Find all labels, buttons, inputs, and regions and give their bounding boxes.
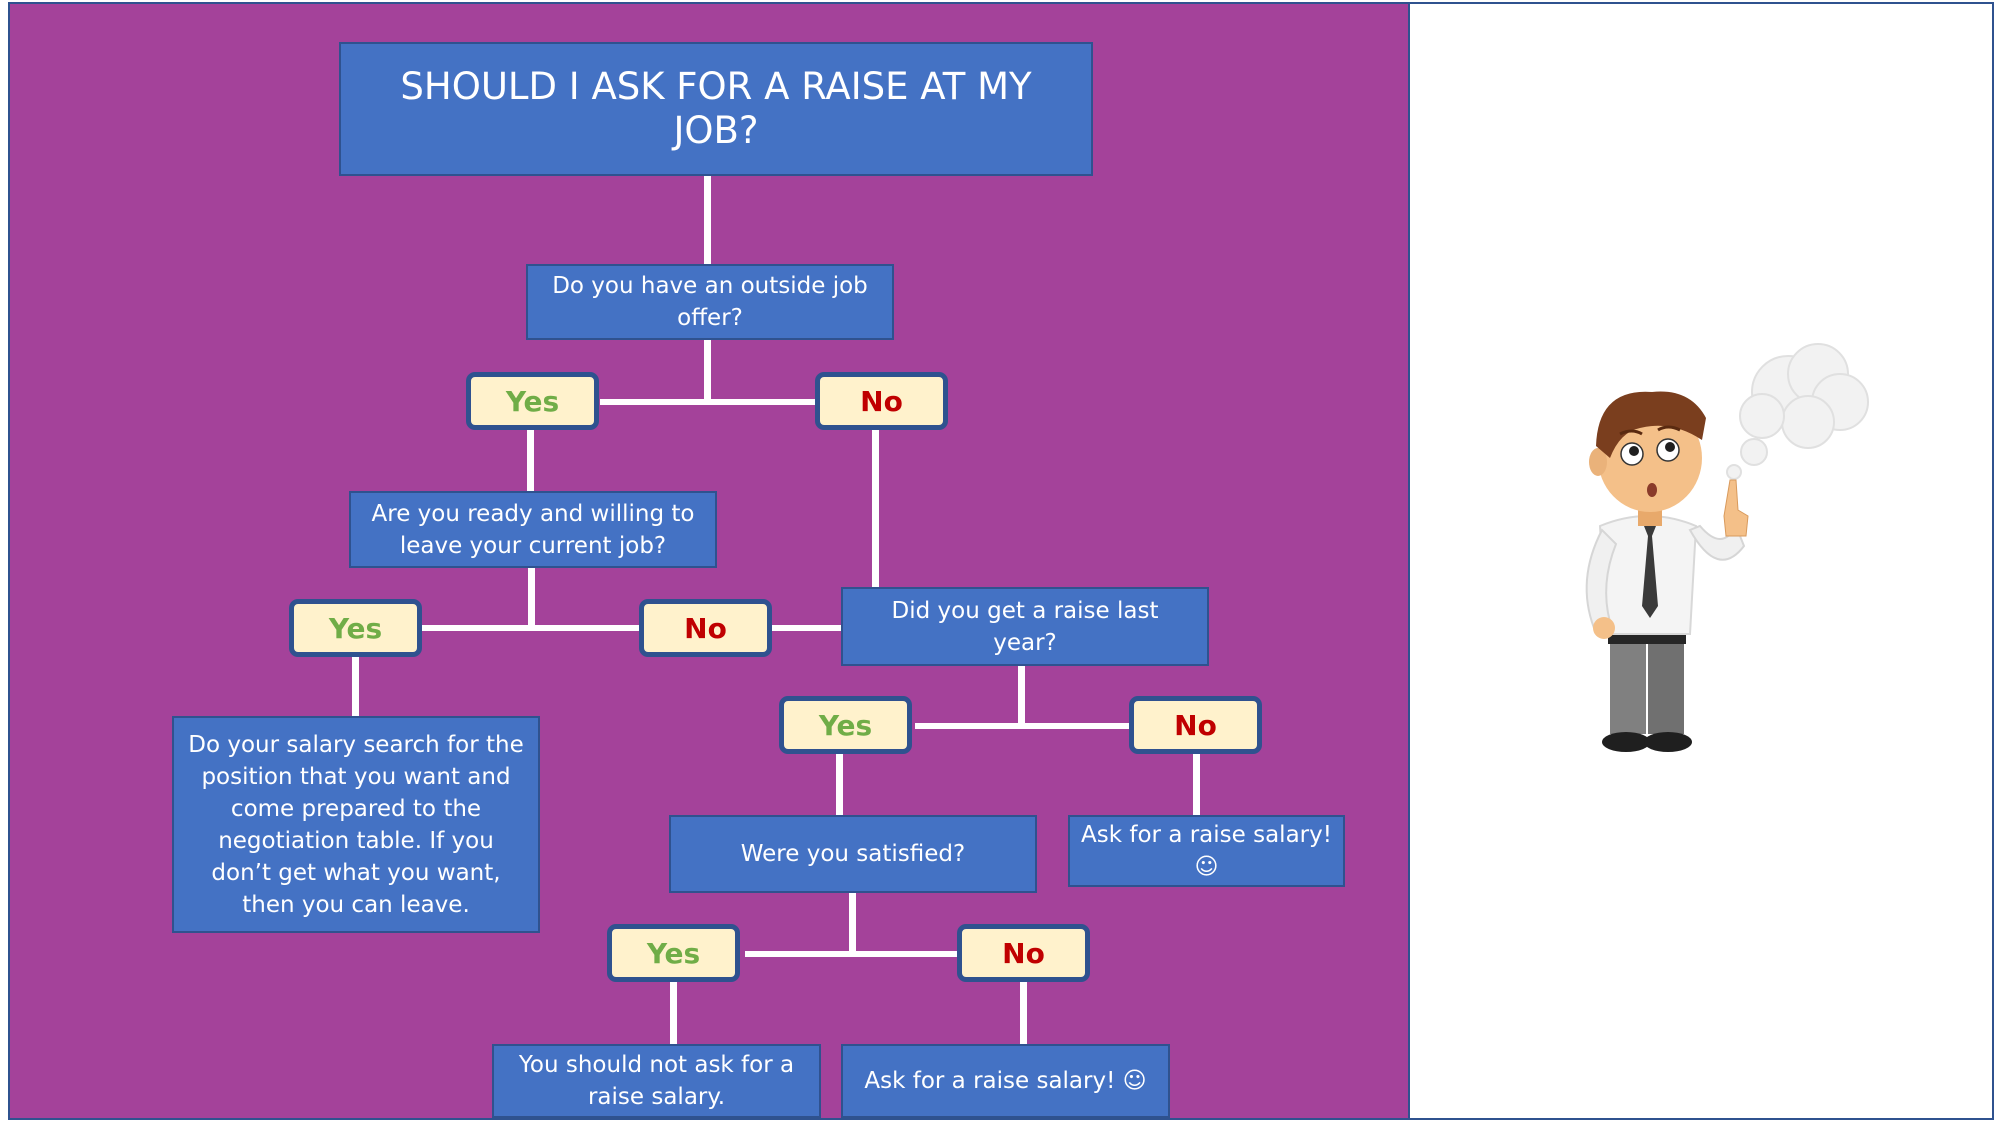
thought-bubble xyxy=(1726,343,1869,480)
question-satisfied: Were you satisfied? xyxy=(669,815,1037,893)
yes-label: Yes xyxy=(607,924,740,982)
result-ask-raise: Ask for a raise salary! ☺ xyxy=(1068,815,1345,887)
no-label: No xyxy=(957,924,1090,982)
no-label: No xyxy=(639,599,772,657)
connector-line xyxy=(704,174,711,266)
connector-line xyxy=(849,890,856,956)
connector-line xyxy=(772,625,850,631)
question-ready-to-leave: Are you ready and willing to leave your … xyxy=(349,491,717,568)
connector-line xyxy=(422,625,652,631)
connector-line xyxy=(872,427,879,589)
result-dont-ask: You should not ask for a raise salary. xyxy=(492,1044,821,1118)
connector-line xyxy=(670,981,677,1048)
connector-line xyxy=(1020,981,1027,1048)
flowchart-title: SHOULD I ASK FOR A RAISE AT MY JOB? xyxy=(339,42,1093,176)
slide-frame xyxy=(8,2,1994,1120)
yes-label: Yes xyxy=(289,599,422,657)
connector-line xyxy=(1193,753,1200,819)
result-salary-search: Do your salary search for the position t… xyxy=(172,716,540,933)
connector-line xyxy=(704,338,711,404)
thinking-businessman-illustration xyxy=(1585,343,1869,752)
yes-label: Yes xyxy=(466,372,599,430)
connector-line xyxy=(528,566,535,630)
flowchart-panel: SHOULD I ASK FOR A RAISE AT MY JOB? Do y… xyxy=(10,4,1410,1118)
no-label: No xyxy=(1129,696,1262,754)
connector-line xyxy=(915,723,1137,729)
connector-line xyxy=(352,655,359,722)
connector-line xyxy=(836,753,843,819)
yes-label: Yes xyxy=(779,696,912,754)
result-ask-raise: Ask for a raise salary! ☺ xyxy=(841,1044,1170,1118)
connector-line xyxy=(600,399,824,405)
connector-line xyxy=(527,427,534,497)
question-raise-last-year: Did you get a raise last year? xyxy=(841,587,1209,666)
connector-line xyxy=(745,951,965,957)
question-outside-offer: Do you have an outside job offer? xyxy=(526,264,894,340)
connector-line xyxy=(1018,664,1025,728)
no-label: No xyxy=(815,372,948,430)
